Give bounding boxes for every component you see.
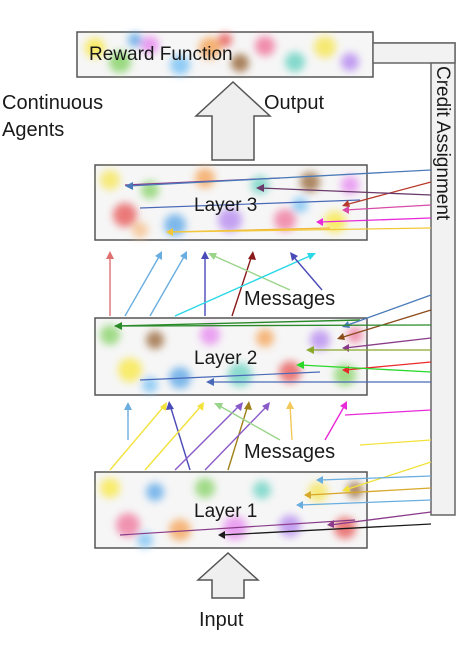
continuous-agents-label-line2: Agents (2, 119, 65, 141)
credit-arrow (316, 217, 432, 226)
credit-assignment-bar (372, 42, 456, 516)
message-arrow (227, 401, 252, 471)
layer1-box (94, 471, 368, 549)
credit-arrow (218, 523, 432, 539)
credit-arrows-layer1 (218, 461, 432, 539)
message-arrow (174, 253, 316, 317)
output-arrow (194, 80, 272, 161)
credit-arrow (342, 461, 432, 492)
messages-label-lower: Messages (244, 441, 336, 463)
message-arrow (174, 402, 243, 471)
credit-arrow (327, 511, 432, 528)
credit-arrow (296, 499, 432, 509)
credit-arrow (316, 475, 432, 484)
message-arrow (109, 402, 167, 471)
message-arrow (201, 251, 209, 316)
message-arrow (149, 251, 187, 317)
layer3-box (94, 164, 368, 241)
credit-arrow (114, 322, 432, 330)
message-arrow (106, 251, 114, 316)
message-arrow (166, 401, 191, 471)
input-label: Input (199, 609, 244, 631)
input-arrow (196, 551, 260, 599)
credit-assignment-label: Credit Assignment (432, 66, 453, 221)
reward-function-box (76, 31, 374, 78)
credit-arrow (206, 378, 431, 386)
layer1-label: Layer 1 (194, 501, 258, 522)
credit-arrow (306, 346, 431, 354)
output-label: Output (264, 92, 325, 114)
credit-arrow (304, 487, 432, 499)
message-arrow (124, 251, 162, 317)
credit-arrow (342, 294, 432, 328)
message-arrow (214, 403, 281, 441)
reward-function-label: Reward Function (89, 44, 233, 65)
credit-arrow (296, 361, 432, 373)
message-arrows-upper (106, 251, 323, 317)
messages-label-upper: Messages (244, 288, 336, 310)
credit-arrow (166, 227, 432, 236)
credit-arrow (337, 309, 432, 340)
credit-extensions (344, 409, 432, 446)
credit-arrows-layer2 (114, 294, 432, 386)
message-arrow (204, 402, 270, 471)
continuous-agents-label-line1: Continuous (2, 92, 104, 114)
layer2-label: Layer 2 (194, 348, 258, 369)
credit-arrow (256, 184, 432, 196)
credit-arrows-layer3 (125, 169, 432, 236)
credit-arrow (342, 204, 432, 214)
message-arrow (290, 252, 323, 291)
credit-arrow (125, 169, 432, 190)
message-arrow (286, 401, 294, 441)
layer3-label: Layer 3 (194, 195, 258, 216)
message-arrow (144, 402, 204, 471)
message-arrow (324, 401, 347, 441)
message-arrow (208, 253, 291, 291)
message-arrow (124, 402, 132, 440)
message-arrows-lower (109, 401, 347, 471)
